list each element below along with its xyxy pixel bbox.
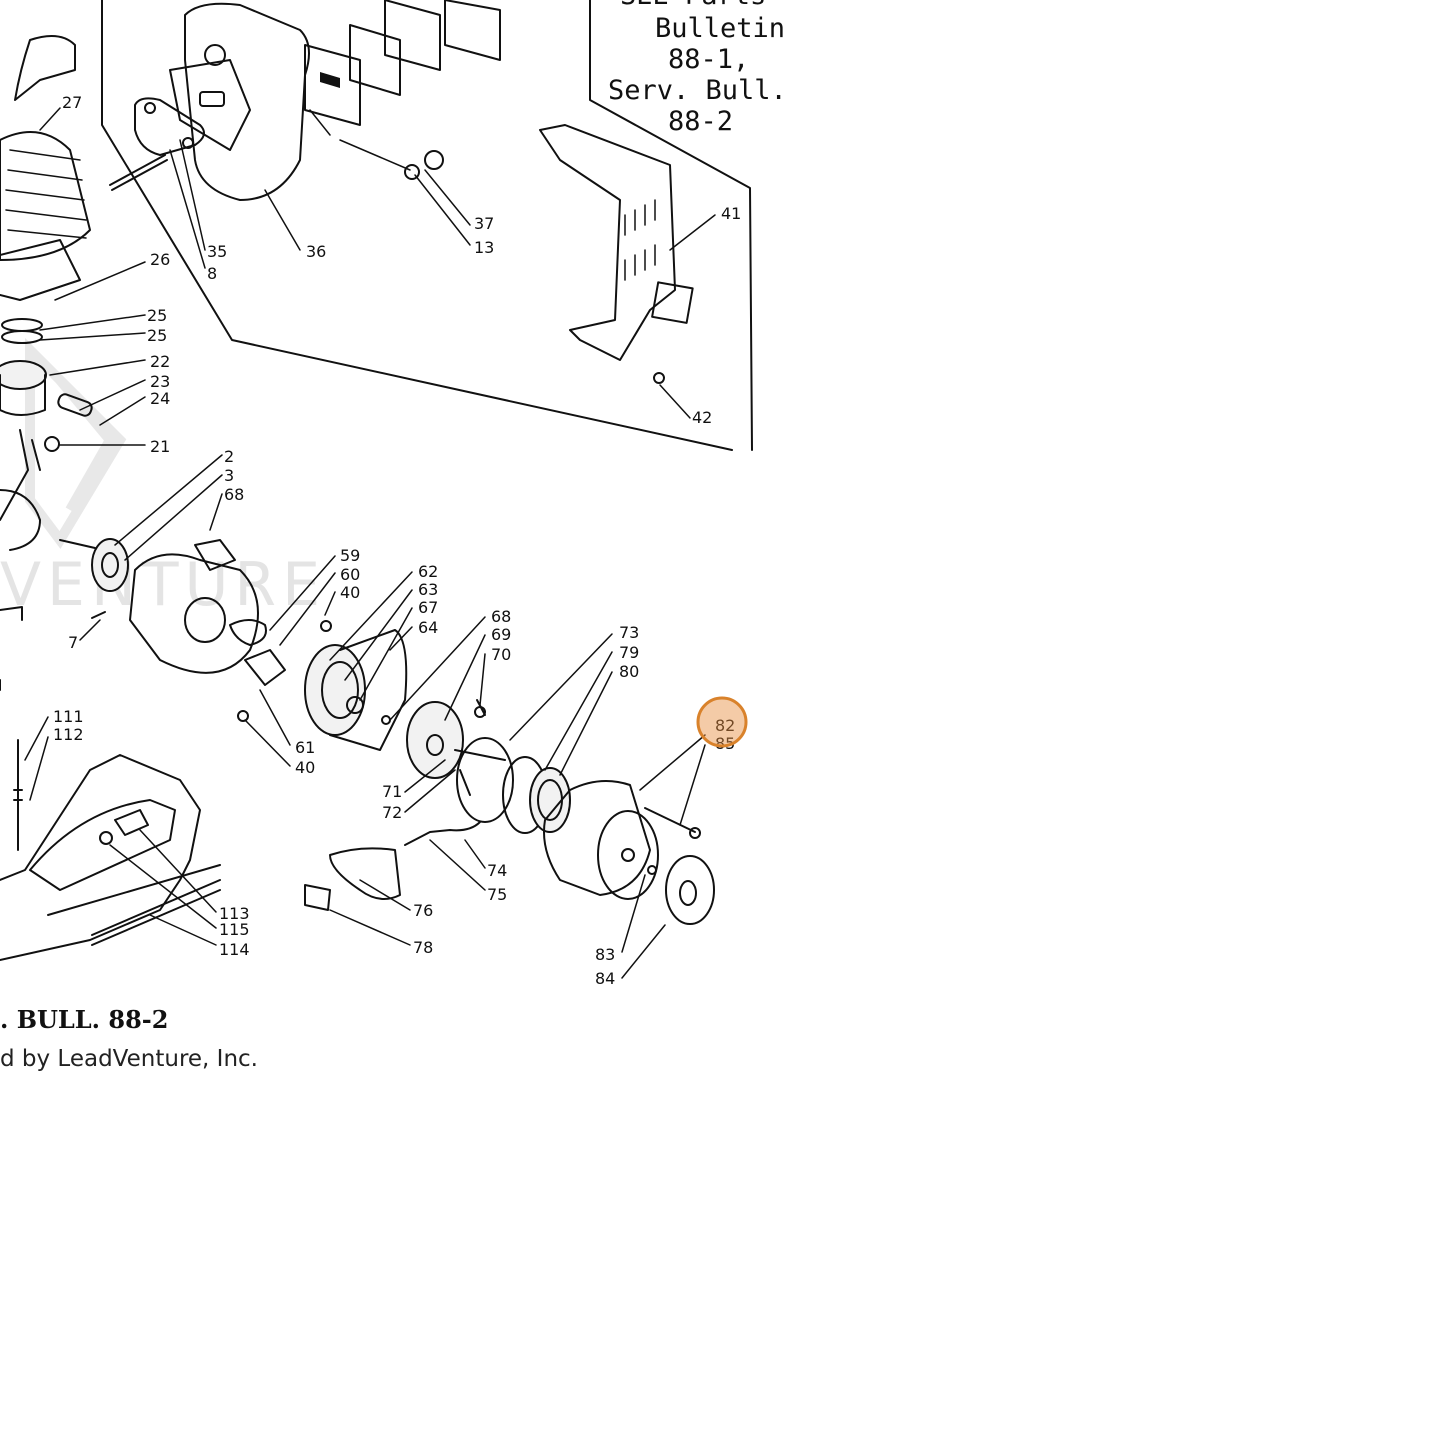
watermark: VENTURE <box>0 337 326 620</box>
part-label-37: 37 <box>474 214 494 233</box>
part-label-80: 80 <box>619 662 639 681</box>
bulletin-note: SEE Parts Bulletin 88-1, Serv. Bull. 88-… <box>608 0 787 137</box>
part-label-40b: 40 <box>295 758 315 777</box>
part-label-68b: 68 <box>491 607 511 626</box>
part-label-13: 13 <box>474 238 494 257</box>
part-82-hotspot[interactable] <box>696 696 748 748</box>
leader-lines <box>24 107 716 979</box>
fuel-tank-drawing <box>0 606 221 961</box>
part-label-40a: 40 <box>340 583 360 602</box>
part-label-7: 7 <box>68 633 78 652</box>
cylinder-drawing <box>0 35 96 551</box>
part-label-70: 70 <box>491 645 511 664</box>
part-label-74: 74 <box>487 861 507 880</box>
part-label-84: 84 <box>595 969 615 988</box>
part-label-82: 82 <box>715 716 735 735</box>
part-label-72: 72 <box>382 803 402 822</box>
part-label-71: 71 <box>382 782 402 801</box>
part-label-79: 79 <box>619 643 639 662</box>
part-label-35: 35 <box>207 242 227 261</box>
part-label-61: 61 <box>295 738 315 757</box>
part-label-63: 63 <box>418 580 438 599</box>
part-label-24: 24 <box>150 389 170 408</box>
part-label-22: 22 <box>150 352 170 371</box>
part-label-27: 27 <box>62 93 82 112</box>
heat-shield-drawing <box>539 124 694 384</box>
clutch-drum-drawing <box>454 737 571 834</box>
starter-housing-drawing <box>543 780 715 925</box>
part-label-8: 8 <box>207 264 217 283</box>
spark-wire-drawing <box>404 821 481 846</box>
watermark-text: VENTURE <box>0 550 326 620</box>
bulletin-line-1: SEE Parts <box>620 0 766 11</box>
part-label-115: 115 <box>219 920 250 939</box>
spark-boot-drawing <box>304 847 401 911</box>
part-label-59: 59 <box>340 546 360 565</box>
part-label-41: 41 <box>721 204 741 223</box>
part-label-2: 2 <box>224 447 234 466</box>
spark-screen-drawing <box>304 0 501 180</box>
part-label-112: 112 <box>53 725 84 744</box>
bulletin-line-3: 88-1, <box>668 44 749 75</box>
footer-bulletin: . BULL. 88-2 <box>0 1005 168 1034</box>
part-label-25b: 25 <box>147 326 167 345</box>
part-label-62: 62 <box>418 562 438 581</box>
muffler-drawing <box>169 2 310 201</box>
clutch-drawing <box>406 699 486 779</box>
part-label-114: 114 <box>219 940 250 959</box>
muffler-group-frame <box>101 0 753 451</box>
part-labels: 27 35 8 36 37 13 41 42 26 25 25 22 23 24… <box>53 93 741 988</box>
bulletin-line-4: Serv. Bull. <box>608 75 787 106</box>
part-label-64: 64 <box>418 618 438 637</box>
part-label-67: 67 <box>418 598 438 617</box>
part-label-25a: 25 <box>147 306 167 325</box>
part-label-75: 75 <box>487 885 507 904</box>
part-label-36: 36 <box>306 242 326 261</box>
bulletin-line-2: Bulletin <box>655 13 785 44</box>
part-label-68a: 68 <box>224 485 244 504</box>
part-label-111: 111 <box>53 707 84 726</box>
part-label-69: 69 <box>491 625 511 644</box>
bulletin-line-5: 88-2 <box>668 106 733 137</box>
part-label-76: 76 <box>413 901 433 920</box>
part-label-21: 21 <box>150 437 170 456</box>
part-label-23: 23 <box>150 372 170 391</box>
part-label-3: 3 <box>224 466 234 485</box>
part-label-73: 73 <box>619 623 639 642</box>
part-label-60: 60 <box>340 565 360 584</box>
footer-credit: d by LeadVenture, Inc. <box>0 1046 258 1072</box>
ignition-module-drawing <box>237 620 332 722</box>
footer: . BULL. 88-2 d by LeadVenture, Inc. <box>0 1005 258 1072</box>
crankcase-drawing <box>91 538 267 674</box>
part-label-42: 42 <box>692 408 712 427</box>
part-label-83: 83 <box>595 945 615 964</box>
part-label-78: 78 <box>413 938 433 957</box>
part-label-26: 26 <box>150 250 170 269</box>
part-label-85: 85 <box>715 734 735 753</box>
part-label-113: 113 <box>219 904 250 923</box>
